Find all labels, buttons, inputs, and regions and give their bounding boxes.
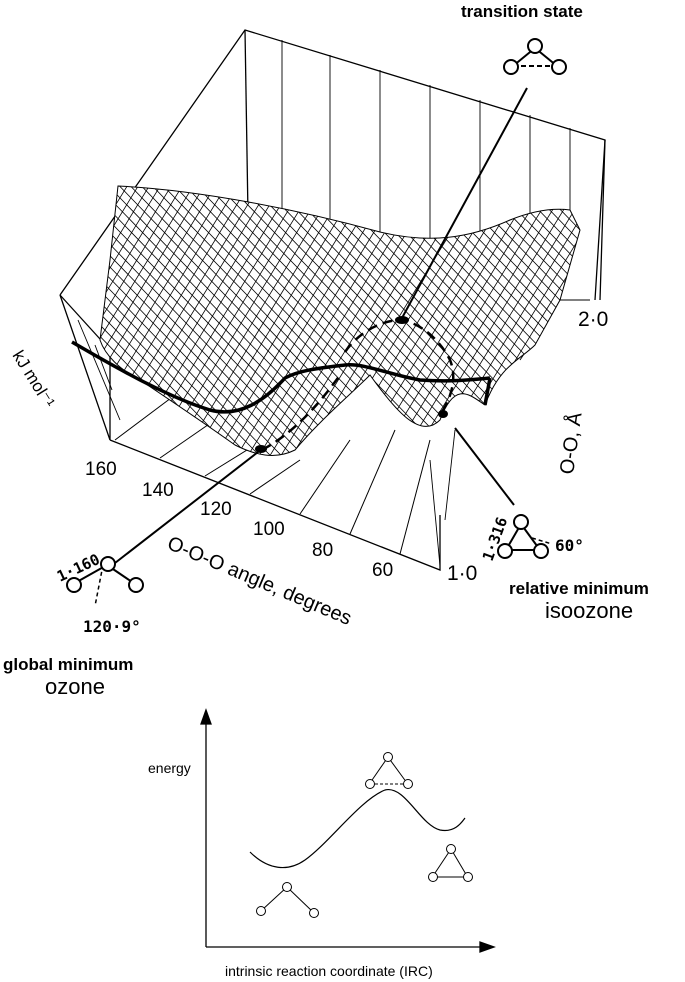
distance-tick-2: 2·0 xyxy=(578,308,608,331)
ozone-molecule xyxy=(66,556,144,607)
back-grid xyxy=(77,40,590,567)
global-minimum-label: global minimum xyxy=(3,655,133,674)
ozone-label: ozone xyxy=(45,674,105,699)
angle-tick: 80 xyxy=(312,540,333,561)
angle-tick: 100 xyxy=(253,519,285,540)
angle-tick: 160 xyxy=(85,459,117,480)
angle-tick: 60 xyxy=(372,560,393,581)
distance-tick-1: 1·0 xyxy=(447,562,477,585)
stationary-points xyxy=(255,316,448,453)
transition-state-molecule xyxy=(503,38,567,75)
isoozone-label: isoozone xyxy=(545,598,633,623)
relative-minimum-label: relative minimum xyxy=(509,579,649,598)
irc-ylabel: energy xyxy=(148,760,191,776)
z-axis-label: kJ mol⁻¹ xyxy=(9,347,59,411)
distance-axis-label: O-O, Å xyxy=(555,410,587,475)
angle-tick: 140 xyxy=(142,480,174,501)
leader-lines xyxy=(114,87,528,564)
potential-energy-surface xyxy=(99,185,581,456)
ozone-angle: 120·9° xyxy=(83,617,141,636)
section-lines xyxy=(71,318,492,452)
irc-xlabel: intrinsic reaction coordinate (IRC) xyxy=(225,963,433,979)
energy-curve xyxy=(249,789,466,869)
axis-box xyxy=(59,29,606,571)
irc-isoozone-molecule xyxy=(428,844,473,882)
transition-state-label: transition state xyxy=(461,2,583,21)
irc-ozone-molecule xyxy=(256,882,319,918)
angle-ticks: 160 140 120 100 80 60 xyxy=(85,459,393,581)
angle-tick: 120 xyxy=(200,499,232,520)
irc-ts-molecule xyxy=(365,752,413,789)
isoozone-angle: 60° xyxy=(555,536,584,555)
irc-plot: energy intrinsic reaction coordinate (IR… xyxy=(148,708,496,979)
isoozone-molecule xyxy=(497,514,553,559)
